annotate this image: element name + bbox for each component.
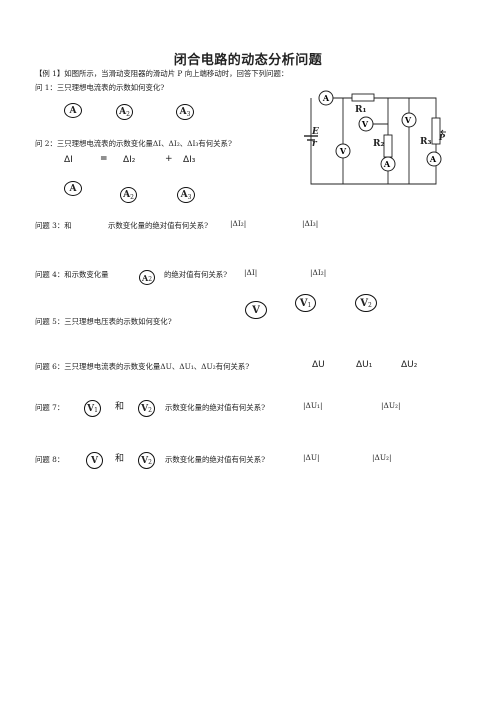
delta-U1: ΔU₁ bbox=[356, 360, 373, 370]
question-1: 问 1：三只理想电流表的示数如何变化? bbox=[35, 83, 165, 92]
svg-text:A: A bbox=[383, 159, 391, 169]
page-title: 闭合电路的动态分析问题 bbox=[173, 53, 323, 68]
svg-text:V: V bbox=[361, 119, 369, 129]
abs-delta-U1: |ΔU₁| bbox=[303, 401, 323, 410]
question-3-prefix: 问题 3：和 bbox=[35, 221, 72, 230]
ammeter-A-icon: A bbox=[64, 181, 82, 196]
circuit-voltmeter-V1-icon: V bbox=[358, 116, 374, 132]
P-label: P bbox=[438, 132, 446, 142]
and-word: 和 bbox=[115, 454, 125, 464]
emf-label: E bbox=[311, 127, 319, 137]
circuit-voltmeter-V2-icon: V bbox=[401, 112, 417, 128]
R1-label: R₁ bbox=[355, 105, 366, 115]
R2-label: R₂ bbox=[373, 139, 384, 149]
question-2: 问 2：三只理想电流表的示数变化量ΔI、ΔI₂、ΔI₃有何关系? bbox=[35, 139, 232, 148]
svg-text:A: A bbox=[429, 154, 437, 164]
question-4-prefix: 问题 4：和示数变化量 bbox=[35, 270, 109, 279]
question-8-prefix: 问题 8： bbox=[35, 455, 65, 464]
circuit-voltmeter-V-icon: V bbox=[335, 143, 351, 159]
circuit-ammeter-A2-icon: A bbox=[380, 156, 396, 172]
delta-U2: ΔU₂ bbox=[401, 360, 418, 370]
abs-delta-I2: |ΔI₂| bbox=[230, 219, 247, 228]
question-4-text: 的绝对值有何关系? bbox=[164, 270, 228, 279]
abs-delta-I: |ΔI| bbox=[244, 268, 258, 277]
delta-U: ΔU bbox=[312, 360, 325, 370]
R3-label: R₃ bbox=[420, 137, 431, 147]
example-intro: 【例 1】如图所示，当滑动变阻器的滑动片 P 向上端移动时，回答下列问题： bbox=[35, 69, 289, 78]
abs-delta-I3: |ΔI₃| bbox=[302, 219, 319, 228]
voltmeter-V-icon: V bbox=[86, 452, 103, 469]
question-7-text: 示数变化量的绝对值有何关系? bbox=[165, 403, 266, 412]
svg-text:V: V bbox=[404, 115, 412, 125]
r-label: r bbox=[312, 139, 318, 149]
circuit-ammeter-A-icon: A bbox=[318, 90, 334, 106]
circuit-diagram: R₁ R₂ R₃ E r P A V V V A A bbox=[304, 90, 446, 185]
question-3-text: 示数变化量的绝对值有何关系? bbox=[108, 221, 209, 230]
delta-I2: ΔI₂ bbox=[123, 155, 136, 165]
abs-delta-U2: |ΔU₂| bbox=[372, 453, 392, 462]
ammeter-A-icon: A bbox=[64, 103, 82, 118]
delta-I: ΔI bbox=[64, 155, 73, 165]
abs-delta-U2: |ΔU₂| bbox=[381, 401, 401, 410]
question-8-text: 示数变化量的绝对值有何关系? bbox=[165, 455, 266, 464]
abs-delta-I2: |ΔI₂| bbox=[310, 268, 327, 277]
equals-sign: = bbox=[100, 154, 108, 164]
and-word: 和 bbox=[115, 402, 125, 412]
voltmeter-V-icon: V bbox=[245, 301, 267, 319]
circuit-ammeter-A3-icon: A bbox=[426, 151, 442, 167]
plus-sign: + bbox=[165, 154, 173, 164]
delta-I3: ΔI₃ bbox=[183, 155, 196, 165]
svg-text:V: V bbox=[339, 146, 347, 156]
svg-text:A: A bbox=[322, 93, 330, 103]
question-5: 问题 5：三只理想电压表的示数如何变化? bbox=[35, 317, 172, 326]
question-7-prefix: 问题 7： bbox=[35, 403, 65, 412]
abs-delta-U: |ΔU| bbox=[303, 453, 320, 462]
question-6: 问题 6：三只理想电流表的示数变化量ΔU、ΔU₁、ΔU₂有何关系? bbox=[35, 362, 250, 371]
